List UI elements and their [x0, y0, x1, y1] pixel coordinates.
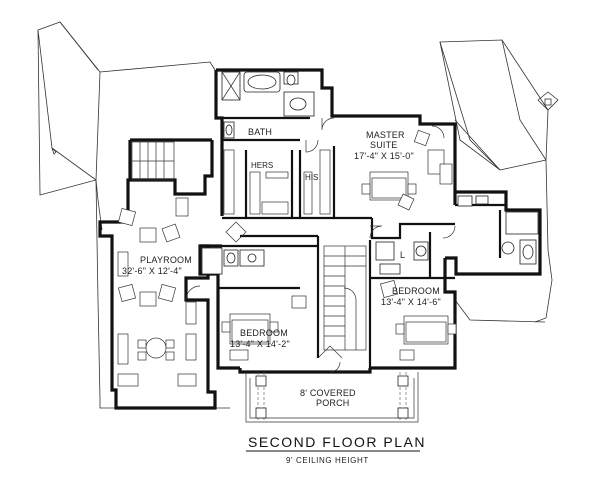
bedroom-right-dimensions: 13'-4" X 14'-6"	[381, 297, 441, 307]
porch-label-line2: PORCH	[316, 398, 350, 408]
bedroom-left-label: BEDROOM	[240, 328, 288, 338]
plan-title: SECOND FLOOR PLAN	[248, 434, 426, 450]
laundry-fixtures	[375, 241, 429, 275]
ceiling-height-note: 9' CEILING HEIGHT	[286, 456, 369, 465]
master-suite-label-line2: SUITE	[370, 140, 398, 150]
exterior-walls	[98, 68, 542, 410]
laundry-label: L	[400, 250, 405, 260]
master-suite-label: MASTER	[366, 130, 405, 140]
roof-outline-right	[439, 39, 559, 323]
bedroom-left-furniture	[221, 295, 307, 361]
bedroom-right-label: BEDROOM	[392, 286, 440, 296]
porch-label-line1: 8' COVERED	[300, 388, 356, 398]
his-closet-label: HIS	[305, 173, 318, 182]
covered-porch	[245, 372, 419, 423]
master-suite-furniture	[361, 129, 453, 211]
hers-closet-label: HERS	[251, 161, 273, 170]
master-bath-fixtures	[221, 71, 315, 139]
interior-walls	[218, 116, 506, 368]
right-bath-fixtures	[457, 195, 539, 265]
playroom-label: PLAYROOM	[140, 255, 192, 265]
bedroom-right-furniture	[379, 279, 457, 361]
stairs-central	[323, 245, 367, 351]
hall-bath-fixtures	[201, 247, 265, 275]
master-suite-dimensions: 17'-4" X 15'-0"	[354, 151, 414, 161]
stairs-left	[131, 141, 175, 181]
playroom-dimensions: 32'-6" X 12'-4"	[122, 266, 182, 276]
bath-label: BATH	[248, 127, 272, 137]
door-swings	[185, 117, 456, 373]
bedroom-left-dimensions: 13'-4" X 14'-2"	[230, 339, 290, 349]
roof-outline-left	[37, 21, 216, 231]
closet-shelving	[223, 149, 331, 215]
playroom-furniture	[117, 197, 197, 387]
